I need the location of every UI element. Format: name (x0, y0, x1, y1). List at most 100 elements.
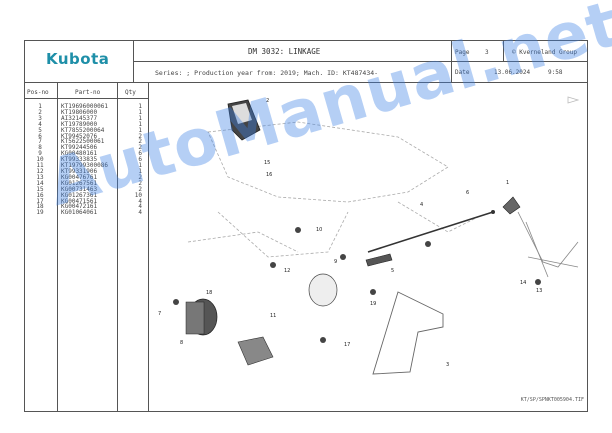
table-cell-qty: 6 (138, 156, 142, 164)
table-cell-pos: 16 (36, 191, 44, 199)
table-cell-part: KG00480161 (61, 150, 98, 158)
callout-label: 3 (446, 362, 449, 368)
table-cell-pos: 14 (36, 179, 44, 187)
callout-label: 1 (506, 180, 509, 186)
callout-label: 13 (536, 288, 542, 294)
callout-label: 4 (420, 202, 423, 208)
table-cell-qty: 4 (138, 203, 142, 211)
drawing-divider (148, 82, 149, 412)
table-cell-qty: 10 (134, 191, 142, 199)
table-cell-pos: 8 (38, 144, 42, 152)
callout-label: 12 (284, 268, 290, 274)
time-value: 9:58 (548, 69, 563, 76)
table-cell-part: KT19799300086 (61, 162, 108, 170)
drawing-code: KT/SP/SPNKT005904.TIF (520, 397, 584, 403)
page-label: Page (455, 49, 470, 56)
series-divider (133, 61, 588, 62)
callout-label: 6 (466, 190, 469, 196)
col-header-pos: Pos-no (27, 89, 49, 96)
table-cell-qty: 1 (138, 126, 142, 134)
table-cell-pos: 9 (38, 150, 42, 158)
table-cell-qty: 4 (138, 209, 142, 217)
date-value: 13.06.2024 (494, 69, 531, 76)
table-cell-part: KG01267361 (61, 191, 98, 199)
table-cell-qty: 1 (138, 103, 142, 110)
callout-label: 8 (180, 340, 183, 346)
table-cell-qty: 2 (138, 185, 142, 193)
callout-label: 7 (158, 311, 161, 317)
table-cell-part: KG00731463 (61, 185, 98, 193)
callout-label: 5 (391, 268, 394, 274)
table-cell-part: KT5622500061 (61, 138, 105, 146)
table-cell-pos: 17 (36, 197, 44, 205)
table-cell-pos: 12 (36, 167, 44, 175)
col-header-qty: Qty (125, 89, 136, 96)
table-cell-pos: 4 (38, 120, 42, 128)
col-header-part: Part-no (75, 89, 101, 96)
table-col-divider-1 (57, 82, 58, 412)
meta-inner-divider (503, 40, 504, 61)
table-cell-qty: 2 (138, 132, 142, 140)
callout-label: 2 (266, 98, 269, 104)
meta-divider (451, 40, 452, 82)
table-cell-qty: 2 (138, 144, 142, 152)
logo-divider (133, 40, 134, 82)
kubota-logo: Kubota (46, 50, 110, 68)
callout-label: 19 (370, 301, 376, 307)
callout-label: 9 (334, 259, 337, 265)
header-divider (24, 82, 588, 83)
page-number: 3 (485, 49, 489, 56)
table-cell-pos: 2 (38, 108, 42, 116)
series-line: Series: ; Production year from: 2019; Ma… (155, 69, 379, 77)
table-cell-qty: 1 (138, 120, 142, 128)
table-cell-part: KG01267561 (61, 179, 98, 187)
callout-label: 16 (266, 172, 272, 178)
table-cell-part: KG00476761 (61, 173, 98, 181)
callout-label: 10 (316, 227, 322, 233)
table-cell-qty: 6 (138, 150, 142, 158)
table-cell-part: AI32145377 (61, 114, 98, 122)
callout-label: 11 (270, 313, 276, 319)
table-header-divider (24, 98, 148, 99)
copyright: © Kverneland Group (512, 49, 578, 56)
table-cell-qty: 2 (138, 138, 142, 146)
table-cell-pos: 3 (38, 114, 42, 122)
table-cell-qty: 2 (138, 179, 142, 187)
table-cell-part: KG00472161 (61, 203, 98, 211)
table-cell-pos: 6 (38, 132, 42, 140)
table-cell-part: KT19789000 (61, 120, 98, 128)
table-cell-pos: 19 (36, 209, 44, 217)
table-cell-part: KT99331906 (61, 167, 98, 175)
table-cell-qty: 2 (138, 173, 142, 181)
table-cell-pos: 10 (36, 156, 44, 164)
date-label: Date (455, 69, 470, 76)
table-cell-part: KG00471561 (61, 197, 98, 205)
callout-label: 18 (206, 290, 212, 296)
callout-label: 15 (264, 160, 270, 166)
page-frame (24, 40, 588, 412)
table-cell-pos: 11 (36, 162, 44, 170)
table-cell-pos: 5 (38, 126, 42, 134)
table-cell-qty: 1 (138, 167, 142, 175)
table-cell-qty: 1 (138, 114, 142, 122)
table-cell-part: KT99333835 (61, 156, 98, 164)
table-cell-pos: 15 (36, 185, 44, 193)
callout-label: 14 (520, 280, 526, 286)
table-cell-part: KT99452076 (61, 132, 98, 140)
table-cell-pos: 7 (38, 138, 42, 146)
callout-label: 17 (344, 342, 350, 348)
table-cell-qty: 1 (138, 108, 142, 116)
page-title: DM 3032: LINKAGE (248, 47, 321, 56)
table-cell-pos: 13 (36, 173, 44, 181)
table-cell-pos: 1 (38, 103, 42, 110)
table-cell-qty: 1 (138, 162, 142, 170)
table-cell-part: KT19806000 (61, 108, 98, 116)
table-cell-part: KT19696000061 (61, 103, 108, 110)
table-cell-qty: 4 (138, 197, 142, 205)
table-col-divider-2 (117, 82, 118, 412)
table-cell-part: KT7855200064 (61, 126, 105, 134)
